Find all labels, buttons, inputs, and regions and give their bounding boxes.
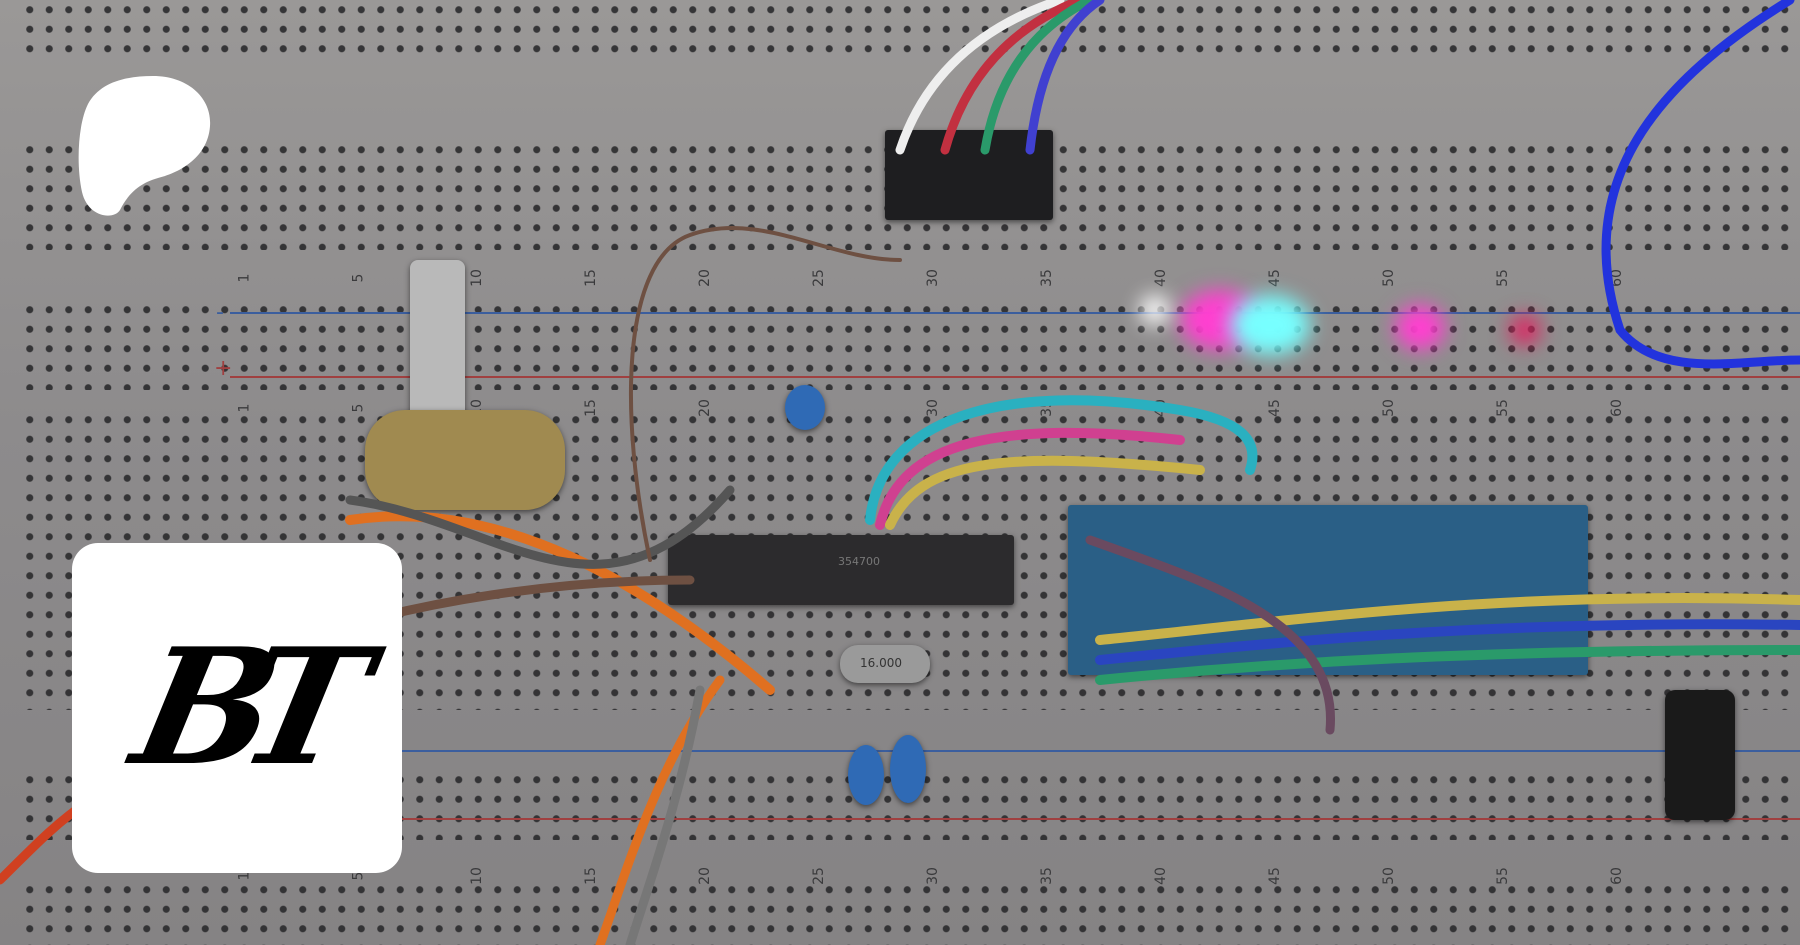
crystal: 16.000: [840, 645, 930, 683]
wire-blue: [1025, 0, 1105, 155]
rail-minus: -: [216, 300, 224, 325]
led-glow: [1140, 295, 1170, 325]
microcontroller-board: [1068, 505, 1588, 675]
positive-rail: [230, 376, 1800, 378]
ic-chip: 354700: [668, 535, 1014, 605]
negative-rail: [230, 750, 1800, 752]
channel-logo: BT: [72, 543, 402, 873]
wire-yellow: [885, 455, 1205, 530]
wire-orange: [345, 511, 775, 695]
led-glow: [1230, 295, 1310, 355]
ceramic-capacitor: [890, 735, 926, 803]
potentiometer-shaft: [410, 260, 465, 420]
wire-green: [980, 0, 1095, 155]
hole-strip: [20, 0, 1800, 60]
header-connector: [885, 130, 1053, 220]
led-glow: [1510, 315, 1540, 345]
wire-magenta: [875, 427, 1185, 530]
wire-brown: [628, 226, 902, 562]
channel-logo-text: BT: [119, 613, 355, 801]
negative-rail: [230, 312, 1800, 314]
led-glow: [1395, 305, 1445, 350]
wire-green: [1095, 645, 1800, 685]
ceramic-capacitor: [848, 745, 884, 805]
capacitor: [1665, 690, 1735, 820]
ceramic-capacitor: [785, 385, 825, 430]
wire-white: [895, 0, 1065, 155]
wire-cyan: [865, 395, 1258, 525]
hole-strip: [20, 880, 1800, 945]
wire-blue: [1095, 619, 1800, 665]
wire-brown: [1085, 535, 1335, 735]
wire-orange: [595, 675, 725, 945]
patreon-logo-icon: [78, 76, 211, 216]
wire-gray: [625, 685, 705, 945]
rail-plus: +: [214, 356, 233, 381]
chip-marking: 354700: [838, 555, 880, 568]
wire-gray: [345, 485, 735, 569]
wire-yellow: [1095, 593, 1800, 645]
potentiometer-body: [365, 410, 565, 510]
wire-blue: [1601, 0, 1800, 369]
crystal-marking: 16.000: [860, 656, 902, 670]
positive-rail: [230, 818, 1800, 820]
wire-red: [940, 0, 1085, 155]
hole-strip: [20, 300, 1800, 390]
